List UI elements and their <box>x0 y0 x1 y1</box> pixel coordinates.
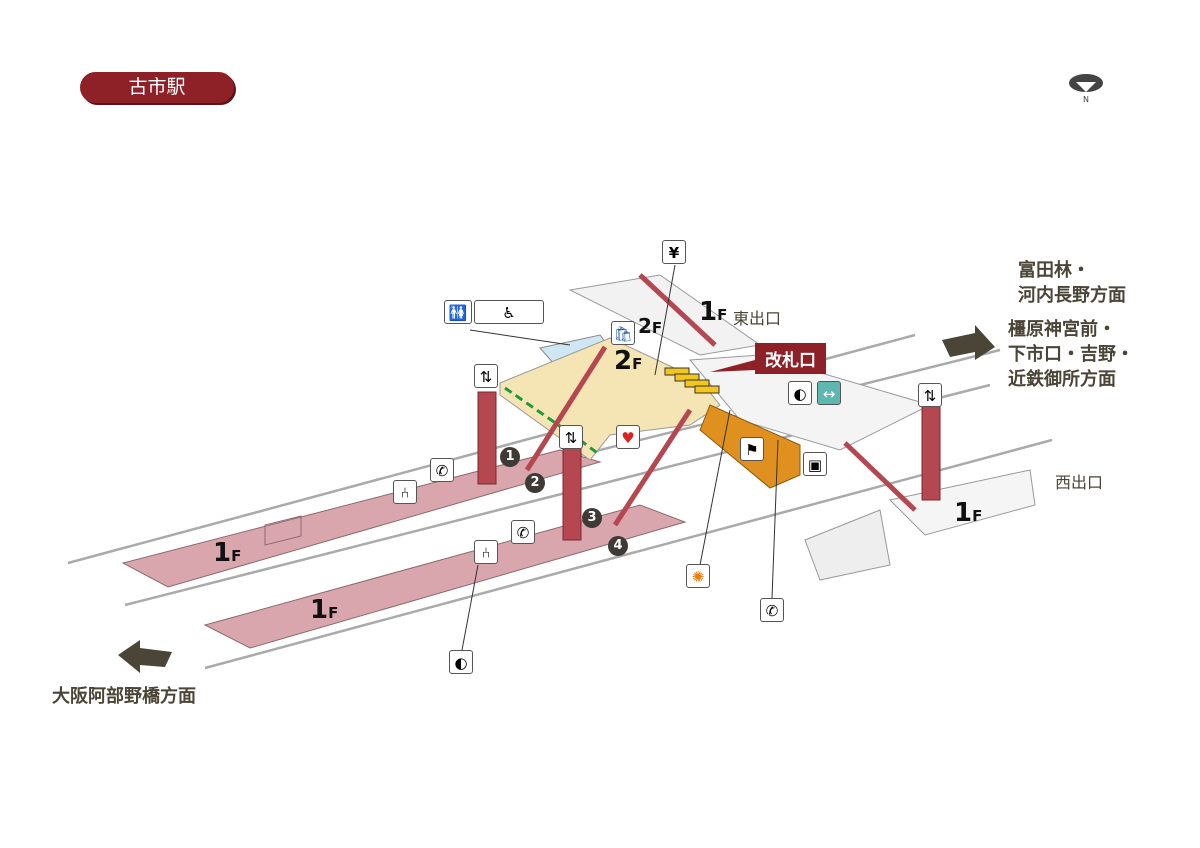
aed-icon: ♥ <box>616 425 640 449</box>
direction-kashiharajingumae: 橿原神宮前・下市口・吉野・近鉄御所方面 <box>1008 319 1134 390</box>
stairs <box>524 273 917 527</box>
floor-label-1f-west: 1F <box>954 498 983 528</box>
leader-lines <box>461 264 779 651</box>
floor-label-1f-east: 1F <box>699 297 728 327</box>
svg-text:N: N <box>1083 95 1089 104</box>
waiting-bench-icon-2: ⑃ <box>474 540 498 564</box>
phone-icon-3: ✆ <box>760 598 784 622</box>
stair-number-4: 4 <box>608 536 628 556</box>
escalator-icon-platform: ◐ <box>449 650 473 674</box>
phone-icon-1: ✆ <box>430 458 454 482</box>
arrow-upper-right <box>942 325 995 360</box>
waiting-bench-icon-1: ⑃ <box>393 480 417 504</box>
stair-number-1: 1 <box>500 447 520 467</box>
elevator-icon-2: ⇅ <box>559 425 583 449</box>
floor-label-1f-platform2: 1F <box>310 595 339 625</box>
ic-gate-icon: ↔ <box>817 381 841 405</box>
west-exit-area <box>888 469 1036 536</box>
restroom-icon: 🚻 <box>444 300 472 324</box>
ticket-gates <box>664 367 720 394</box>
ticket-gate-label: 改札口 <box>755 343 826 374</box>
atm-icon: ¥ <box>662 240 686 264</box>
stair-number-3: 3 <box>582 508 602 528</box>
west-exit-label: 西出口 <box>1055 473 1104 492</box>
priority-seat-icon: ✺ <box>686 564 710 588</box>
accessible-restroom-icon: ♿ <box>474 300 544 324</box>
concourse-2f <box>499 337 721 461</box>
locker-icon: ▣ <box>803 452 827 476</box>
elevator-icon-3: ⇅ <box>918 383 942 407</box>
stair-number-2: 2 <box>525 473 545 493</box>
east-exit-label: 東出口 <box>733 309 782 328</box>
direction-osaka-abenobashi: 大阪阿部野橋方面 <box>52 686 196 707</box>
station-title: 古市駅 <box>80 72 234 103</box>
elevator-shafts <box>477 391 941 541</box>
arrow-lower-left <box>118 640 172 673</box>
direction-tondabayashi: 富田林・河内長野方面 <box>1018 260 1126 306</box>
escalator-icon: ◐ <box>788 381 812 405</box>
floor-label-1f-platform1: 1F <box>213 538 242 568</box>
shopping-icon: 🛍 <box>611 321 635 345</box>
phone-icon-2: ✆ <box>511 520 535 544</box>
floor-label-2f: 2F <box>614 346 643 376</box>
north-compass-icon: N <box>1069 74 1103 104</box>
shop-flag-icon: ⚑ <box>740 437 764 461</box>
elevator-icon-1: ⇅ <box>474 364 498 388</box>
floor-label-2f-upper: 2F <box>638 314 663 338</box>
